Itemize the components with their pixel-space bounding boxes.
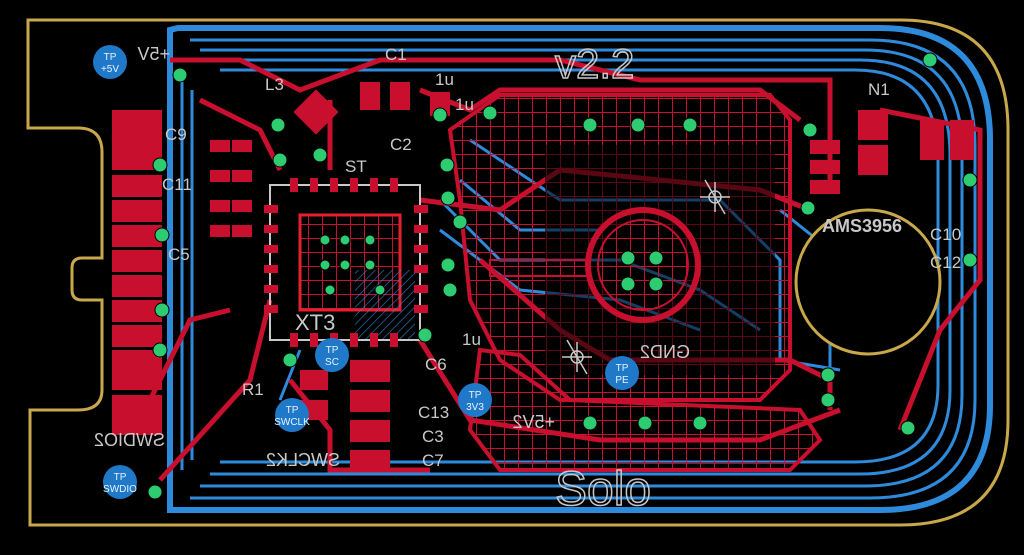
label-xt: XT3 [295, 310, 335, 335]
testpoint-5v[interactable]: TP +5V [93, 45, 127, 79]
tp-3v3-line2: 3V3 [466, 402, 484, 413]
label-c12: C12 [930, 253, 961, 272]
label-c9: C9 [165, 125, 187, 144]
nfc-feed-trace [489, 259, 591, 277]
tp-sc-line1: TP [326, 345, 339, 356]
label-swclk2: SWCLK2 [266, 450, 340, 470]
label-swdio2: SWDIO2 [94, 430, 165, 450]
label-c3: C3 [422, 427, 444, 446]
label-1u-a: 1u [435, 70, 454, 89]
label-1u-b: 1u [455, 95, 474, 114]
usb-connector-pads [112, 110, 162, 435]
label-5v-top: +5V [137, 44, 170, 64]
version-label: v2.2 [555, 40, 634, 87]
tp-sc-line2: SC [325, 357, 339, 368]
testpoint-sc[interactable]: TP SC [315, 338, 349, 372]
tp-swdio-line2: SWDIO [103, 484, 137, 495]
label-r1: R1 [242, 380, 264, 399]
label-st: ST [345, 157, 367, 176]
tp-swclk-line1: TP [286, 405, 299, 416]
label-c2: C2 [390, 135, 412, 154]
component-labels: C1 L3 1u 1u C2 ST C9 C11 C5 R1 C6 1u C13… [162, 45, 961, 470]
label-n1: N1 [868, 80, 890, 99]
label-c13: C13 [418, 403, 449, 422]
label-l3: L3 [265, 75, 284, 94]
testpoint-3v3[interactable]: TP 3V3 [458, 383, 492, 417]
label-gnd2: GND2 [640, 342, 690, 362]
qfn-outline [269, 184, 421, 341]
tp-pe-line2: PE [615, 375, 629, 386]
chip-label: AMS3956 [822, 216, 902, 236]
button-pad-outline [794, 208, 942, 356]
label-c7: C7 [422, 451, 444, 470]
mirrored-labels: SWDIO2 SWCLK2 GND2 +5V2 +5V [94, 44, 690, 470]
tp-3v3-line1: TP [469, 390, 482, 401]
testpoint-swdio[interactable]: TP SWDIO [103, 465, 137, 499]
label-5v2: +5V2 [512, 412, 555, 432]
label-1u-c: 1u [462, 330, 481, 349]
label-c5: C5 [168, 245, 190, 264]
qfn-pins [264, 178, 428, 347]
nfc-pad-inner [597, 219, 689, 311]
product-label: Solo [555, 463, 651, 516]
vias [147, 52, 978, 500]
label-c6: C6 [425, 355, 447, 374]
testpoint-swclk[interactable]: TP SWCLK [274, 398, 310, 432]
tp-swclk-line2: SWCLK [274, 417, 310, 428]
label-c10: C10 [930, 225, 961, 244]
bottom-copper-ring [167, 25, 993, 513]
tp-5v-line2: +5V [101, 64, 119, 75]
label-c1: C1 [385, 45, 407, 64]
tp-swdio-line1: TP [114, 472, 127, 483]
label-c11: C11 [162, 175, 192, 194]
tp-5v-line1: TP [104, 52, 117, 63]
fiducial-marks [562, 179, 730, 375]
smd-component-pads [210, 82, 974, 472]
tp-pe-line1: TP [616, 363, 629, 374]
testpoint-pe[interactable]: TP PE [605, 356, 639, 390]
